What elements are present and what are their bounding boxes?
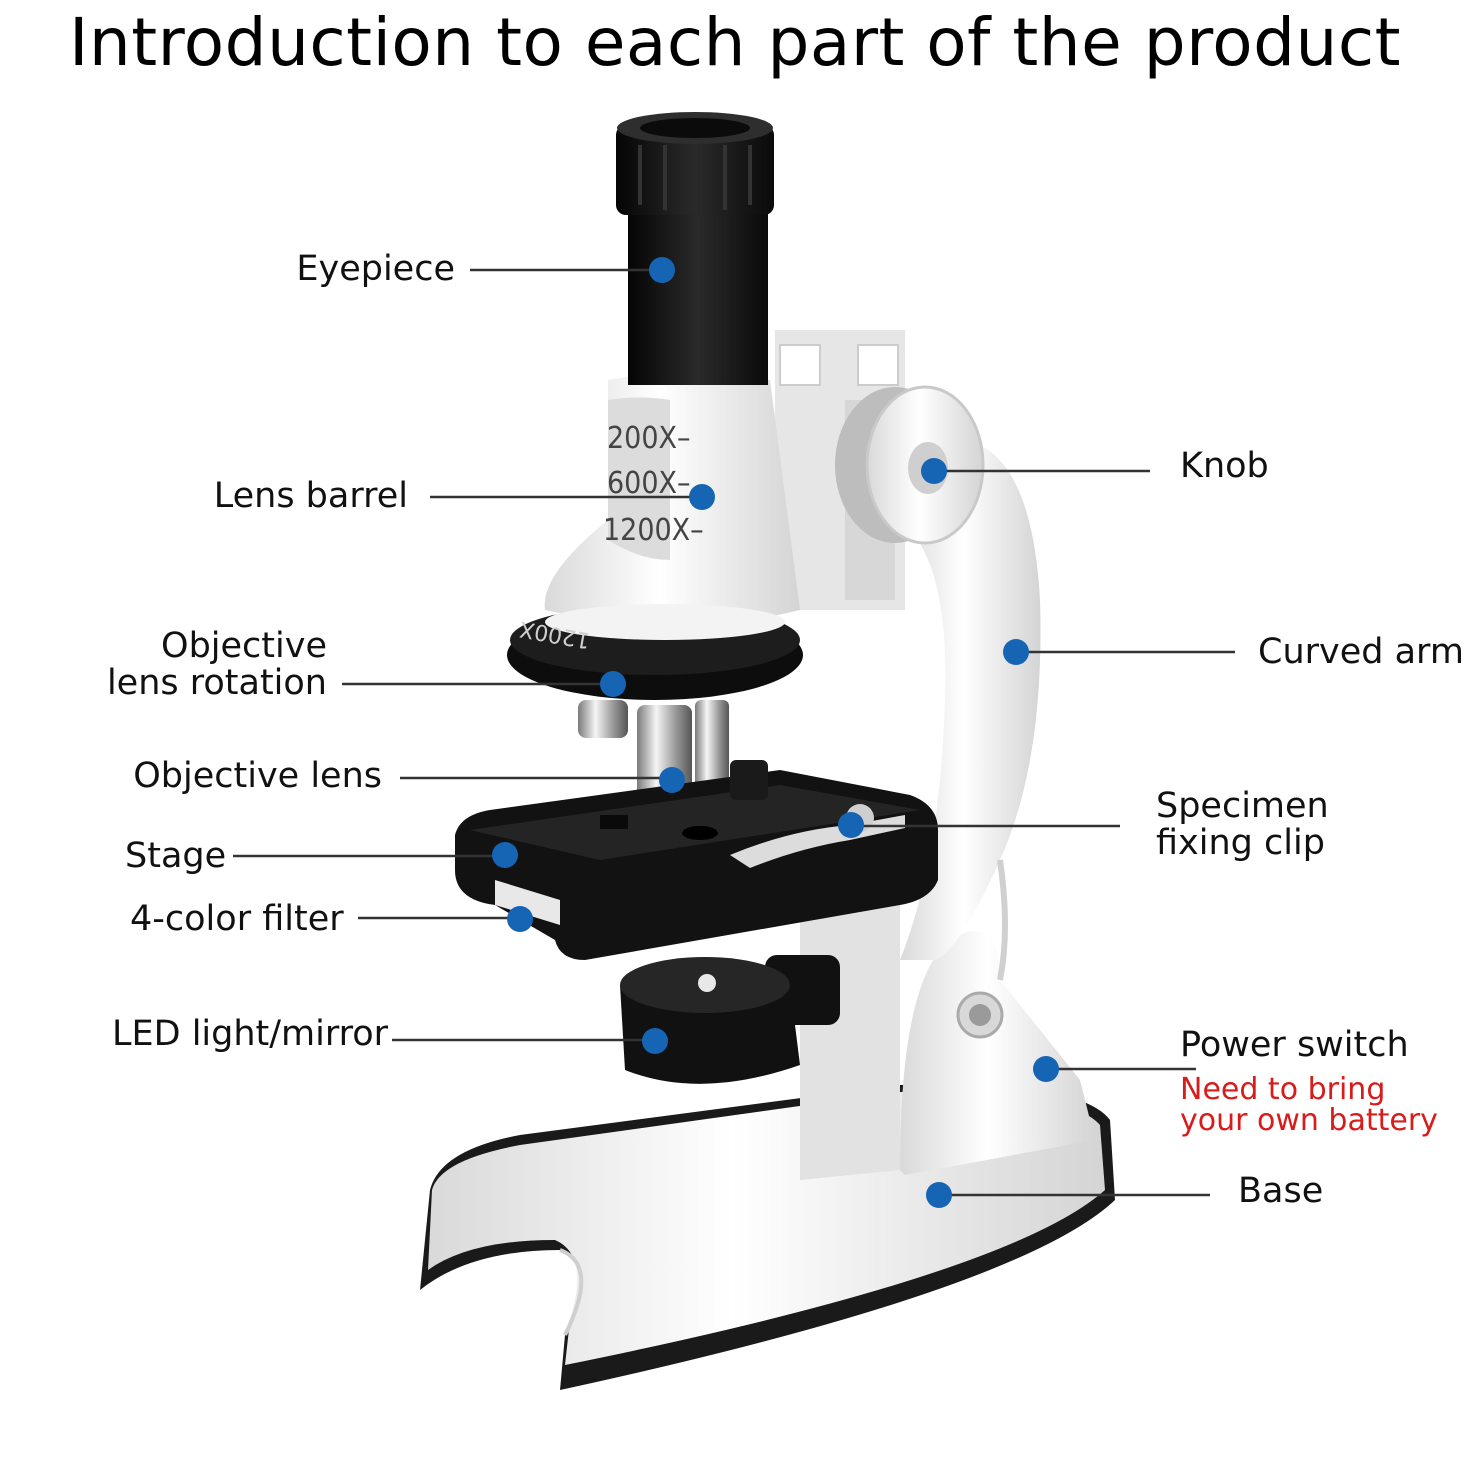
label-specimen-fixing-clip-line1: Specimen <box>1156 786 1329 826</box>
label-base: Base <box>1238 1171 1324 1211</box>
objective-turret-part: 1200X <box>507 604 803 700</box>
marker-dots <box>492 257 1059 1208</box>
marker-color-filter <box>507 906 533 932</box>
magnification-600x: 600X– <box>607 466 690 501</box>
label-objective-lens-rotation-line2: lens rotation <box>106 663 327 703</box>
magnification-200x: 200X– <box>607 421 690 456</box>
label-specimen-fixing-clip: Specimen fixing clip <box>1156 788 1329 862</box>
marker-base <box>926 1182 952 1208</box>
label-lens-barrel: Lens barrel <box>213 476 408 516</box>
marker-objective-lens <box>659 767 685 793</box>
label-eyepiece: Eyepiece <box>296 249 455 289</box>
marker-stage <box>492 842 518 868</box>
label-objective-lens: Objective lens <box>133 756 382 796</box>
led-light-part <box>620 955 840 1084</box>
label-stage: Stage <box>125 836 227 876</box>
label-power-switch: Power switch <box>1180 1025 1409 1065</box>
label-knob: Knob <box>1180 446 1269 486</box>
marker-led-light <box>642 1028 668 1054</box>
label-objective-lens-rotation-line1: Objective <box>161 626 327 666</box>
battery-note-line2: your own battery <box>1180 1103 1438 1138</box>
marker-objective-rotation <box>600 671 626 697</box>
lens-barrel-part: 200X– 600X– 1200X– <box>544 372 800 625</box>
eyepiece-part <box>616 112 774 385</box>
label-color-filter: 4-color filter <box>130 899 344 939</box>
label-objective-lens-rotation: Objective lens rotation <box>60 628 327 702</box>
magnification-1200x: 1200X– <box>603 513 704 548</box>
knob-part <box>835 385 985 545</box>
marker-curved-arm <box>1003 639 1029 665</box>
label-specimen-fixing-clip-line2: fixing clip <box>1156 823 1325 863</box>
marker-lens-barrel <box>689 484 715 510</box>
marker-eyepiece <box>649 257 675 283</box>
label-led-light-mirror: LED light/mirror <box>112 1014 389 1054</box>
page-title: Introduction to each part of the product <box>68 4 1402 81</box>
leader-lines <box>233 268 1235 1197</box>
battery-note: Need to bring your own battery <box>1180 1074 1438 1136</box>
label-curved-arm: Curved arm <box>1258 632 1464 672</box>
marker-specimen-clip <box>838 812 864 838</box>
battery-note-line1: Need to bring <box>1180 1072 1386 1107</box>
marker-knob <box>921 458 947 484</box>
marker-power-switch <box>1033 1056 1059 1082</box>
